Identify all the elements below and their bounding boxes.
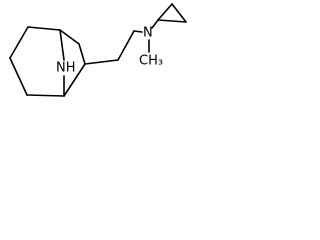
bond-c7-c1 — [9, 57, 28, 96]
cyclopropyl-ring — [151, 3, 187, 29]
bond-cp3-cp1 — [157, 19, 187, 23]
bond-c5-c6 — [63, 63, 86, 97]
bond-ch2b-n — [133, 30, 143, 33]
bond-c2-c3 — [27, 26, 61, 31]
amine-nitrogen-text: N — [143, 26, 153, 41]
bridge-nitrogen-label: NH — [56, 61, 76, 76]
bond-c3-nh — [59, 29, 65, 61]
bond-c1-c2 — [9, 26, 29, 59]
bicyclic-ring — [9, 26, 86, 97]
amine-nitrogen-label: N — [143, 26, 153, 41]
molecule-structure: NH N CH₃ — [9, 3, 187, 97]
bond-cp1-cp2 — [157, 3, 173, 21]
bond-c4-c5 — [78, 43, 86, 65]
methyl-label: CH₃ — [139, 54, 163, 69]
ethyl-linker — [84, 30, 143, 65]
bond-cp2-cp3 — [171, 3, 187, 23]
methyl-text: CH₃ — [139, 54, 163, 69]
bond-n-cp1 — [151, 19, 159, 29]
bond-c3-c4 — [59, 29, 80, 45]
bond-c5-ch2a — [84, 59, 119, 65]
bridge-nitrogen-text: NH — [56, 61, 76, 76]
bond-c6-c7 — [26, 94, 65, 97]
bond-ch2a-ch2b — [117, 30, 135, 61]
